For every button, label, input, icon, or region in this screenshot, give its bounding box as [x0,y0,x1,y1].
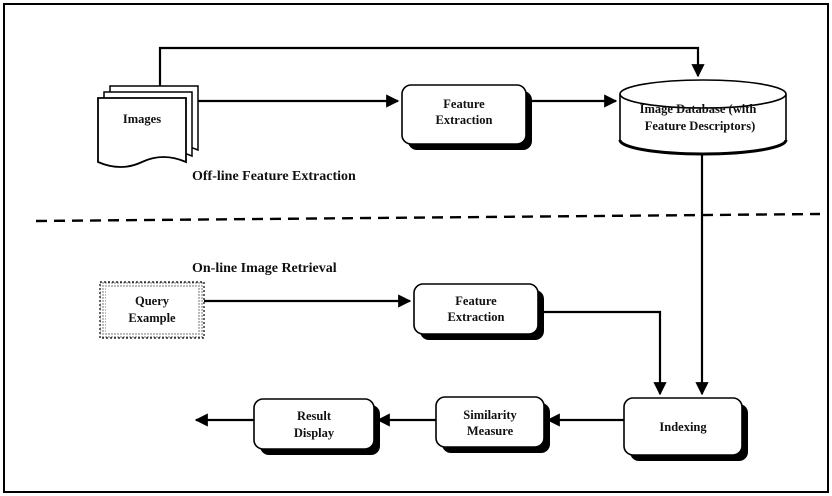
similarity-measure-line1: Similarity [463,408,517,422]
image-database-line1: Image Database (with [640,102,757,116]
result-display-line2: Display [294,426,335,440]
images-label: Images [123,112,161,126]
feature-extraction-offline-line1: Feature [443,97,485,111]
query-example-line2: Example [128,311,176,325]
feature-extraction-online-line2: Extraction [448,310,505,324]
image-database-node: Image Database (with Feature Descriptors… [618,79,788,156]
indexing-label: Indexing [659,420,707,434]
feature-extraction-offline-line2: Extraction [436,113,493,127]
indexing-node: Indexing [623,397,748,461]
query-example-line1: Query [135,294,170,308]
feature-extraction-online-node: Feature Extraction [413,283,544,340]
query-example-node: Query Example [99,281,205,339]
offline-section-label: Off-line Feature Extraction [192,169,356,184]
feature-extraction-offline-node: Feature Extraction [401,84,532,150]
result-display-node: Result Display [253,398,380,455]
similarity-measure-line2: Measure [467,424,514,438]
edge-feature-extraction-to-indexing [538,310,667,396]
images-node: Images [97,85,199,168]
result-display-line1: Result [297,409,332,423]
online-section-label: On-line Image Retrieval [192,261,337,276]
edge-images-to-database-top [158,46,705,86]
section-divider [35,212,821,223]
similarity-measure-node: Similarity Measure [435,396,550,453]
image-database-line2: Feature Descriptors) [645,119,756,133]
feature-extraction-online-line1: Feature [455,294,497,308]
